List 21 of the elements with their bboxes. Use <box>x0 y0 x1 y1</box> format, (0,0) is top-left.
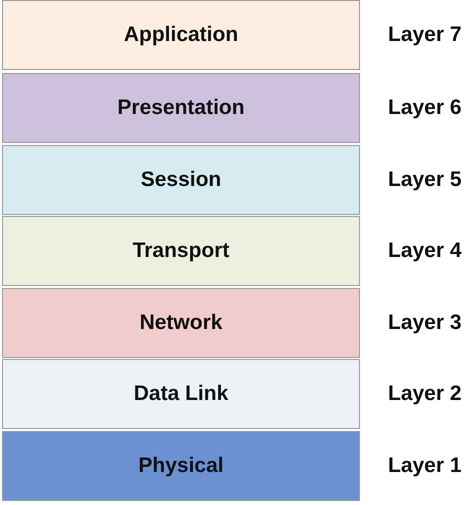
layer-number: Layer 2 <box>388 382 462 406</box>
layer-number: Layer 7 <box>388 23 462 47</box>
layer-box <box>2 0 360 70</box>
layer-box <box>2 359 360 429</box>
layer-number: Layer 5 <box>388 168 462 192</box>
layer-box <box>2 431 360 501</box>
layer-box <box>2 288 360 358</box>
layer-number: Layer 1 <box>388 454 462 478</box>
layer-number: Layer 6 <box>388 96 462 120</box>
layer-number: Layer 3 <box>388 311 462 335</box>
layer-name: Transport <box>132 239 230 263</box>
layer-number: Layer 4 <box>388 239 462 263</box>
layer-box <box>2 73 360 143</box>
layer-name: Data Link <box>134 382 228 406</box>
layer-name: Network <box>140 311 222 335</box>
layer-name: Application <box>124 23 238 47</box>
layer-box <box>2 216 360 286</box>
layer-name: Session <box>140 168 222 192</box>
layer-name: Presentation <box>117 96 245 120</box>
layer-box <box>2 145 360 215</box>
layer-name: Physical <box>138 454 224 478</box>
